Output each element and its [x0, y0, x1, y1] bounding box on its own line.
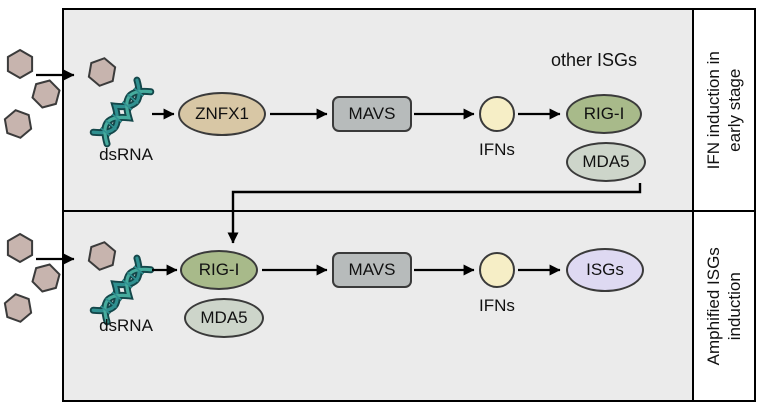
sidebar-divider — [692, 10, 694, 400]
node-rigi-top: RIG-I — [566, 94, 642, 134]
ifns-label-top: IFNs — [479, 140, 515, 159]
node-mda5-bottom: MDA5 — [184, 298, 264, 338]
node-mavs-top: MAVS — [332, 96, 412, 132]
bottom-panel-side-label: Amphified ISGs induction — [703, 246, 744, 366]
node-znfx1: ZNFX1 — [178, 92, 266, 136]
ifns-label-bottom: IFNs — [479, 296, 515, 315]
virus-hexagon-icon — [2, 291, 34, 325]
node-isgs: ISGs — [566, 248, 644, 292]
side-label-cell-top: IFN induction in early stage — [694, 10, 754, 210]
node-rigi-bottom: RIG-I — [180, 250, 258, 290]
node-mavs-bottom: MAVS — [332, 252, 412, 288]
virus-hexagon-icon — [2, 107, 34, 141]
virus-hexagon-icon — [29, 76, 63, 112]
node-ifns-top — [479, 96, 515, 132]
node-ifns-bottom — [479, 252, 515, 288]
virus-hexagon-icon — [6, 233, 34, 263]
top-panel-side-label: IFN induction in early stage — [703, 50, 744, 170]
virus-hexagon-icon — [29, 260, 63, 296]
node-mda5-top: MDA5 — [566, 142, 646, 182]
dsrna-label-top: dsRNA — [99, 145, 153, 164]
other-isgs-label: other ISGs — [550, 50, 638, 70]
panel-divider — [64, 210, 754, 212]
virus-hexagon-icon — [6, 49, 34, 79]
side-label-cell-bottom: Amphified ISGs induction — [694, 212, 754, 400]
dsrna-label-bottom: dsRNA — [99, 316, 153, 335]
